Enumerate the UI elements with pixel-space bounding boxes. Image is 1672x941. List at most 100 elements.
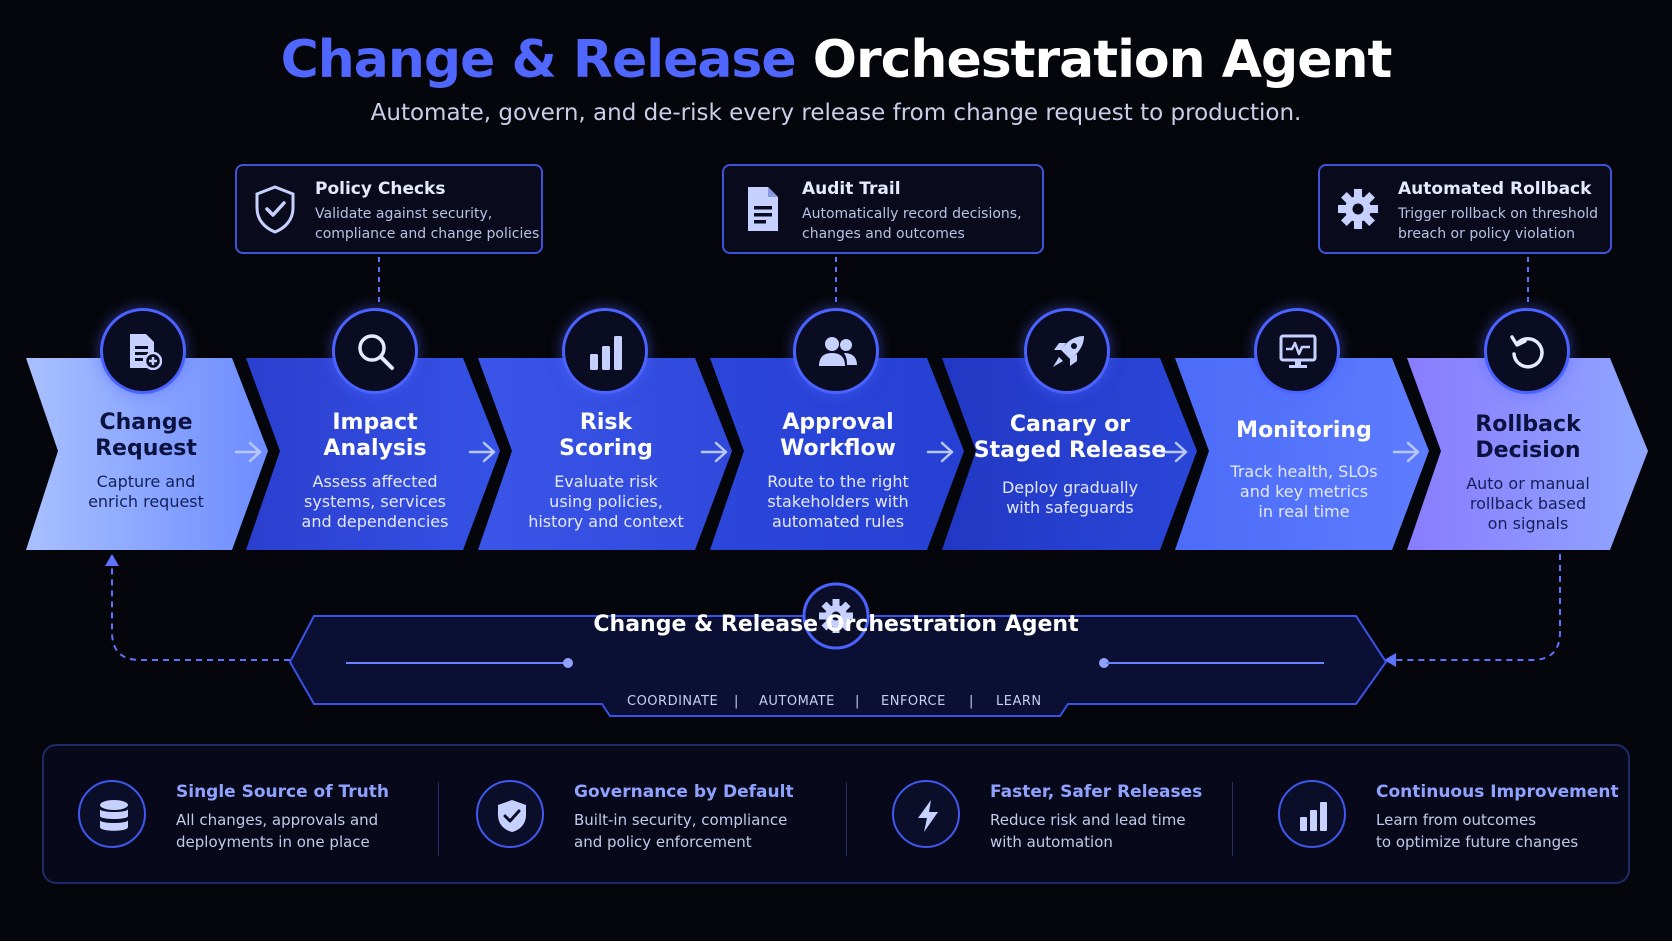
stage-name-line: Approval — [782, 410, 894, 435]
arrow-right-icon — [1392, 441, 1420, 463]
gear-icon — [819, 599, 853, 633]
rollback-icon — [1510, 335, 1544, 369]
benefit-icon-circle — [892, 780, 960, 848]
benefit-title: Single Source of Truth — [176, 782, 389, 802]
benefit-icon-circle — [78, 780, 146, 848]
agent-tag-separator: | — [969, 694, 974, 709]
agent-bar-dot-right — [1099, 658, 1109, 668]
document-icon — [748, 187, 778, 231]
callout-desc: Trigger rollback on threshold breach or … — [1398, 204, 1598, 244]
stage-icon-circle — [100, 308, 186, 394]
benefit-desc-line: with automation — [990, 833, 1113, 851]
stage-desc-line: enrich request — [88, 492, 204, 511]
callout-automated-rollback: Automated Rollback Trigger rollback on t… — [1318, 164, 1612, 254]
stage-name-line: Decision — [1475, 438, 1581, 463]
stage-name-line: Analysis — [323, 436, 427, 461]
stage-desc-line: automated rules — [771, 512, 905, 531]
benefit-desc-line: Built-in security, compliance — [574, 811, 788, 829]
benefit-desc-line: to optimize future changes — [1376, 833, 1579, 851]
stage-desc-line: Deploy gradually — [1001, 478, 1139, 497]
arrow-right-icon — [1160, 441, 1188, 463]
search-icon — [358, 334, 394, 370]
stage-desc-line: in real time — [1258, 502, 1350, 521]
agent-bar — [288, 615, 1388, 717]
stage-chevron-approval-workflow — [710, 358, 964, 550]
stage-desc-line: and dependencies — [301, 512, 449, 531]
agent-tag-automate: AUTOMATE — [759, 694, 835, 709]
callout-title: Automated Rollback — [1398, 179, 1592, 199]
stage-desc-line: rollback based — [1469, 494, 1587, 513]
stage-chevron-risk-scoring — [478, 358, 732, 550]
benefit-divider — [1232, 782, 1233, 856]
stage-chevron-rollback-decision — [1407, 358, 1648, 550]
stage-desc-line: Route to the right — [767, 472, 909, 491]
rocket-icon — [1053, 336, 1084, 367]
bar-chart-icon — [1300, 802, 1327, 831]
benefits-panel: Single Source of Truth All changes, appr… — [42, 744, 1630, 884]
callout-desc: Validate against security, compliance an… — [315, 204, 539, 244]
callout-desc-line: Automatically record decisions, — [802, 206, 1022, 222]
benefit-desc: Reduce risk and lead time with automation — [990, 809, 1186, 853]
callout-title: Policy Checks — [315, 179, 446, 199]
callout-audit-trail: Audit Trail Automatically record decisio… — [722, 164, 1044, 254]
benefit-desc-line: Reduce risk and lead time — [990, 811, 1186, 829]
callout-policy-checks: Policy Checks Validate against security,… — [235, 164, 543, 254]
callout-desc-line: Validate against security, — [315, 206, 493, 222]
stage-desc-line: Track health, SLOs — [1230, 462, 1378, 481]
stage-name-line: Rollback — [1475, 412, 1581, 437]
stage-icon-circle — [1484, 308, 1570, 394]
shield-check-icon — [498, 800, 526, 832]
stage-icon-circle — [1254, 308, 1340, 394]
arrow-right-icon — [700, 441, 728, 463]
benefit-divider — [438, 782, 439, 856]
stage-icon-circle — [1024, 308, 1110, 394]
monitor-icon — [1279, 334, 1317, 368]
benefit-title: Continuous Improvement — [1376, 782, 1619, 802]
stage-name-line: Scoring — [559, 436, 653, 461]
arrow-right-icon — [234, 441, 262, 463]
feedback-loop-right — [1388, 554, 1561, 661]
benefit-icon-circle — [1278, 780, 1346, 848]
database-icon — [100, 800, 128, 831]
gear-icon — [1338, 189, 1378, 229]
agent-tag-coordinate: COORDINATE — [627, 694, 719, 709]
stage-desc-line: with safeguards — [1006, 498, 1134, 517]
feedback-arrow-head — [1384, 653, 1396, 667]
page-title: Change & Release Orchestration Agent — [0, 30, 1672, 90]
agent-tag-separator: | — [855, 694, 860, 709]
arrow-right-icon — [926, 441, 954, 463]
stage-desc-line: Evaluate risk — [554, 472, 658, 491]
callout-desc-line: breach or policy violation — [1398, 226, 1576, 242]
users-icon — [819, 337, 857, 366]
benefit-icon-circle — [476, 780, 544, 848]
stage-desc-line: stakeholders with — [767, 492, 909, 511]
stage-desc-line: Assess affected — [312, 472, 438, 491]
arrow-right-icon — [468, 441, 496, 463]
callout-title: Audit Trail — [802, 179, 901, 199]
stage-name-line: Impact — [332, 410, 418, 435]
benefit-title: Faster, Safer Releases — [990, 782, 1203, 802]
stage-name: Monitoring — [1206, 418, 1402, 444]
agent-title: Change & Release Orchestration Agent — [593, 612, 1079, 637]
stage-icon-circle — [332, 308, 418, 394]
page-subtitle: Automate, govern, and de-risk every rele… — [370, 100, 1302, 126]
